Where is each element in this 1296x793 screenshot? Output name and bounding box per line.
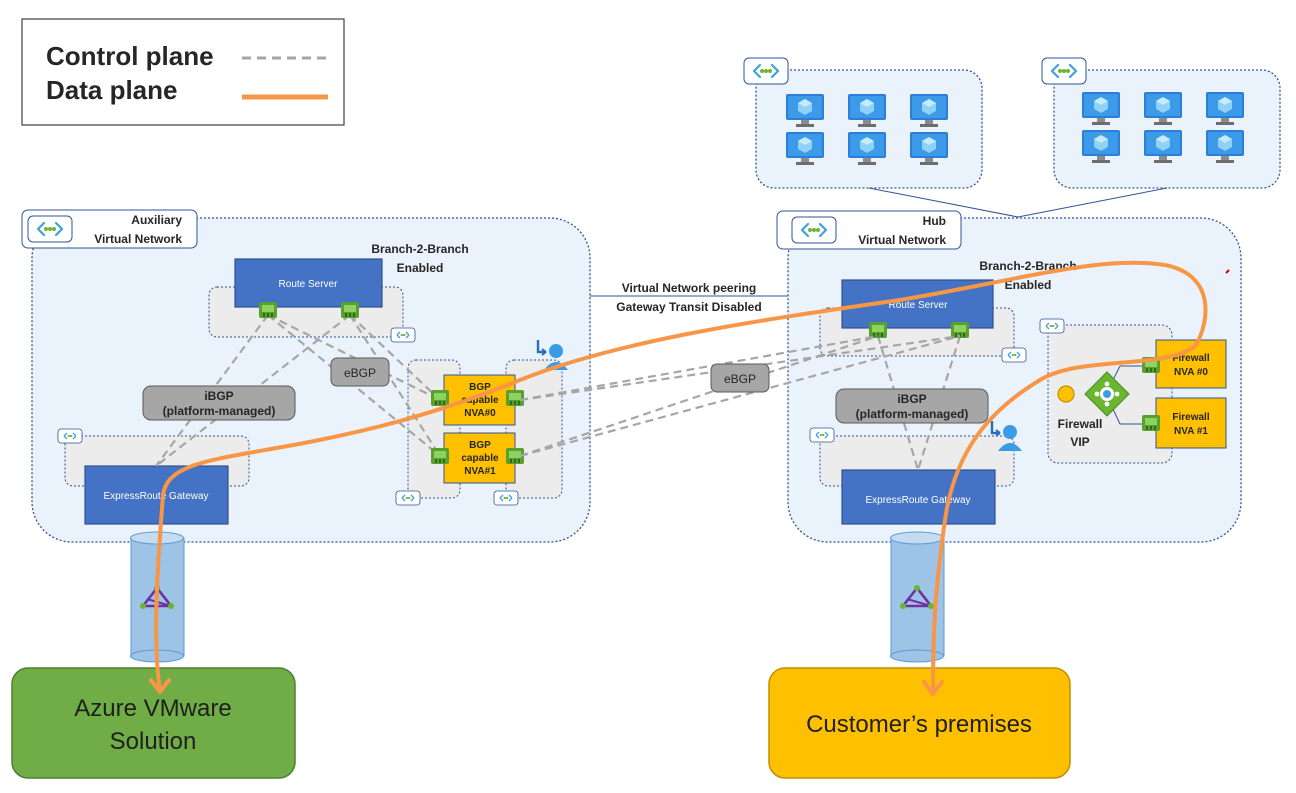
spoke-vnet-2 <box>1040 56 1281 189</box>
legend-data-label: Data plane <box>46 75 178 105</box>
aux-b2b-1: Branch-2-Branch <box>371 242 468 256</box>
aux-nva0 <box>443 374 516 426</box>
peering-label-1: Virtual Network peering <box>622 281 756 295</box>
peering-label-2: Gateway Transit Disabled <box>616 300 761 314</box>
vnet-icon <box>790 215 838 245</box>
spoke2-peering-line <box>1017 187 1168 218</box>
hub-er-gateway <box>841 469 996 525</box>
spoke-vnet-1 <box>742 56 983 189</box>
hub-ibgp-2: (platform-managed) <box>856 407 969 421</box>
aux-nva0-l1: BGP <box>469 382 491 393</box>
vnet-icon <box>809 427 835 443</box>
aux-er-gateway-label: ExpressRoute Gateway <box>103 491 208 502</box>
hub-er-gateway-label: ExpressRoute Gateway <box>865 495 970 506</box>
data-plane-path <box>154 260 1208 692</box>
load-balancer-icon <box>1084 371 1130 417</box>
legend-box <box>21 18 345 126</box>
aux-ebgp-label: eBGP <box>344 366 376 380</box>
customer-premises-label: Customer’s premises <box>806 711 1032 738</box>
hub-route-server-label: Route Server <box>889 300 949 311</box>
aux-nva1-l1: BGP <box>469 440 491 451</box>
aux-nva0-l3: NVA#0 <box>464 408 496 419</box>
nic-icon <box>869 322 887 338</box>
hub-ibgp-pill <box>835 388 989 424</box>
aux-nva1-l2: capable <box>461 453 499 464</box>
nic-icon <box>431 448 449 464</box>
vnet-icon <box>1040 56 1088 86</box>
legend-control-label: Control plane <box>46 41 214 71</box>
fw-nva0-l1: Firewall <box>1172 353 1209 364</box>
aux-nva1-l3: NVA#1 <box>464 466 496 477</box>
spoke1-peering-line <box>868 187 1019 218</box>
cross-ebgp-pill <box>710 363 770 393</box>
nic-icon <box>1142 415 1160 431</box>
vnet-icon <box>57 428 83 444</box>
hub-vnet: Hub Virtual Network Branch-2-Branch Enab… <box>776 210 1242 543</box>
data-plane-arrow-aux <box>149 678 171 694</box>
hub-b2b-2: Enabled <box>1005 278 1052 292</box>
fw-nva1-l1: Firewall <box>1172 412 1209 423</box>
vnet-icon <box>1039 318 1065 334</box>
aux-vnet-title-2: Virtual Network <box>94 232 182 246</box>
aux-vnet-title-1: Auxiliary <box>131 213 182 227</box>
auxiliary-vnet: Auxiliary Virtual Network Branch-2-Branc… <box>21 209 591 543</box>
azure-vmware-label-2: Solution <box>110 728 197 755</box>
azure-vmware-solution <box>11 667 296 779</box>
aux-b2b-2: Enabled <box>397 261 444 275</box>
red-mark <box>1225 269 1230 274</box>
fw-nva0-l2: NVA #0 <box>1174 367 1208 378</box>
aux-ibgp-1: iBGP <box>204 389 233 403</box>
fw-nva1-l2: NVA #1 <box>1174 426 1208 437</box>
nic-icon <box>431 390 449 406</box>
aux-ebgp-pill <box>330 357 390 387</box>
vnet-icon <box>26 214 74 244</box>
aux-ibgp-2: (platform-managed) <box>163 404 276 418</box>
vnet-icon <box>390 327 416 343</box>
vnet-icon <box>395 490 421 506</box>
nic-icon <box>506 390 524 406</box>
vnet-icon <box>1001 347 1027 363</box>
hub-ibgp-1: iBGP <box>897 392 926 406</box>
aux-nva0-l2: capable <box>461 395 499 406</box>
firewall-vip-dot <box>1057 385 1075 403</box>
vnet-icon <box>742 56 790 86</box>
nic-icon <box>259 302 277 318</box>
aux-route-server-label: Route Server <box>279 279 339 290</box>
customer-premises <box>768 667 1071 779</box>
data-plane-arrow-customer <box>922 680 944 696</box>
firewall-vip-2: VIP <box>1070 435 1089 449</box>
azure-vmware-label-1: Azure VMware <box>74 695 231 722</box>
hub-vnet-title-2: Virtual Network <box>858 233 946 247</box>
aux-er-gateway <box>84 465 229 525</box>
hub-fw-nva1 <box>1155 397 1227 449</box>
nic-icon <box>951 322 969 338</box>
legend: Control plane Data plane <box>21 18 345 126</box>
aux-route-server <box>234 258 383 308</box>
vnet-icon <box>493 490 519 506</box>
hub-vnet-title-1: Hub <box>923 214 946 228</box>
aux-ibgp-pill <box>142 385 296 421</box>
nic-icon <box>341 302 359 318</box>
cross-ebgp-label: eBGP <box>724 372 756 386</box>
firewall-vip-1: Firewall <box>1058 417 1103 431</box>
